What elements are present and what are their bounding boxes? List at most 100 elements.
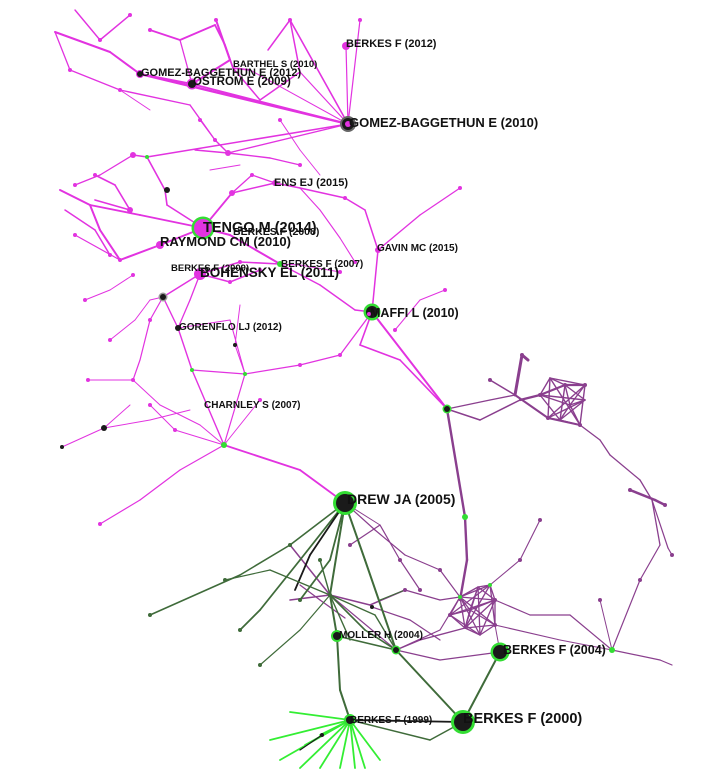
network-edge-200	[479, 599, 496, 636]
network-node-106	[288, 543, 292, 547]
network-edge-36	[227, 152, 271, 159]
network-edge-34	[299, 149, 321, 176]
network-node-102	[238, 628, 242, 632]
network-edge-290	[299, 734, 323, 751]
network-node-69	[333, 632, 341, 640]
network-edge-28	[267, 19, 291, 51]
network-node-37	[148, 403, 152, 407]
network-edge-61	[299, 187, 346, 199]
network-edge-181	[599, 599, 613, 651]
network-edge-92	[229, 319, 246, 375]
network-edge-24	[119, 89, 151, 111]
network-node-13	[130, 152, 136, 158]
network-edge-21	[119, 89, 191, 106]
network-edge-105	[199, 424, 225, 446]
network-edge-18	[224, 44, 234, 69]
network-node-97	[438, 568, 442, 572]
network-node-87	[663, 503, 667, 507]
network-edge-71	[319, 209, 341, 239]
network-edge-113	[139, 469, 181, 501]
network-edge-4	[289, 19, 349, 125]
network-node-58	[243, 372, 247, 376]
network-edge-247	[329, 594, 338, 637]
network-edge-232	[399, 559, 421, 591]
network-edge-194	[469, 586, 479, 611]
network-edge-17	[214, 24, 226, 46]
network-edge-39	[146, 156, 166, 191]
network-edge-131	[445, 407, 467, 519]
network-edge-33	[279, 119, 301, 151]
network-edge-63	[251, 174, 276, 184]
network-edge-69	[419, 187, 461, 216]
network-edge-16	[179, 24, 216, 41]
network-edge-161	[559, 399, 586, 421]
network-edge-167	[547, 417, 581, 426]
network-edge-40	[164, 189, 168, 206]
network-edge-109	[149, 409, 191, 421]
network-edge-239	[299, 584, 321, 601]
network-edge-261	[364, 559, 397, 651]
network-edge-122	[371, 311, 448, 410]
network-edge-128	[446, 408, 481, 421]
network-edge-86	[139, 319, 151, 361]
network-edge-76	[279, 263, 301, 266]
network-node-45	[83, 298, 87, 302]
network-edge-233	[289, 544, 331, 596]
network-node-20	[458, 186, 462, 190]
network-edge-147	[547, 377, 551, 419]
network-edge-151	[564, 384, 586, 401]
network-node-12	[225, 150, 231, 156]
network-node-98	[493, 598, 497, 602]
network-node-0	[342, 42, 350, 50]
network-edge-87	[132, 359, 141, 381]
network-edge-286	[349, 719, 381, 761]
network-edge-284	[349, 719, 356, 769]
network-node-5	[148, 28, 152, 32]
label-ostrom-2009: OSTROM E (2009)	[193, 76, 291, 88]
network-node-60	[145, 155, 149, 159]
network-node-23	[127, 207, 133, 213]
network-edge-266	[319, 559, 331, 596]
network-edge-216	[559, 639, 613, 651]
network-edge-5	[347, 19, 361, 125]
network-edge-93	[234, 304, 241, 346]
network-node-42	[338, 353, 342, 357]
network-edge-201	[464, 599, 496, 629]
network-node-39	[98, 522, 102, 526]
label-berkes-1999: BERKES F (1999)	[350, 715, 432, 726]
network-node-1	[288, 18, 292, 22]
network-edge-123	[394, 299, 421, 331]
network-edge-263	[329, 594, 366, 631]
network-edge-227	[404, 554, 441, 571]
network-node-18	[343, 196, 347, 200]
network-edge-145	[549, 377, 586, 386]
network-edge-138	[489, 379, 516, 396]
network-edge-23	[214, 139, 229, 154]
network-edge-208	[449, 614, 481, 636]
network-node-78	[370, 605, 374, 609]
network-node-32	[353, 260, 357, 264]
network-edge-238	[289, 594, 331, 601]
network-edge-48	[99, 229, 121, 261]
network-node-24	[108, 253, 112, 257]
network-edge-51	[94, 229, 111, 256]
network-edge-219	[419, 627, 466, 641]
network-edge-217	[489, 559, 521, 586]
network-edge-37	[269, 157, 301, 166]
network-edge-177	[639, 544, 661, 581]
network-edge-180	[659, 659, 673, 666]
network-edge-210	[464, 609, 471, 629]
network-edge-231	[379, 524, 401, 561]
network-node-2	[358, 18, 362, 22]
network-node-63	[345, 121, 351, 127]
network-edge-184	[459, 596, 496, 601]
network-edge-289	[349, 719, 464, 723]
network-node-96	[348, 543, 352, 547]
network-node-94	[418, 588, 422, 592]
network-node-4	[214, 18, 218, 22]
network-edge-162	[547, 399, 586, 419]
network-edge-68	[377, 214, 421, 251]
network-node-19	[375, 247, 381, 253]
network-node-35	[131, 378, 135, 382]
network-node-26	[118, 258, 122, 262]
